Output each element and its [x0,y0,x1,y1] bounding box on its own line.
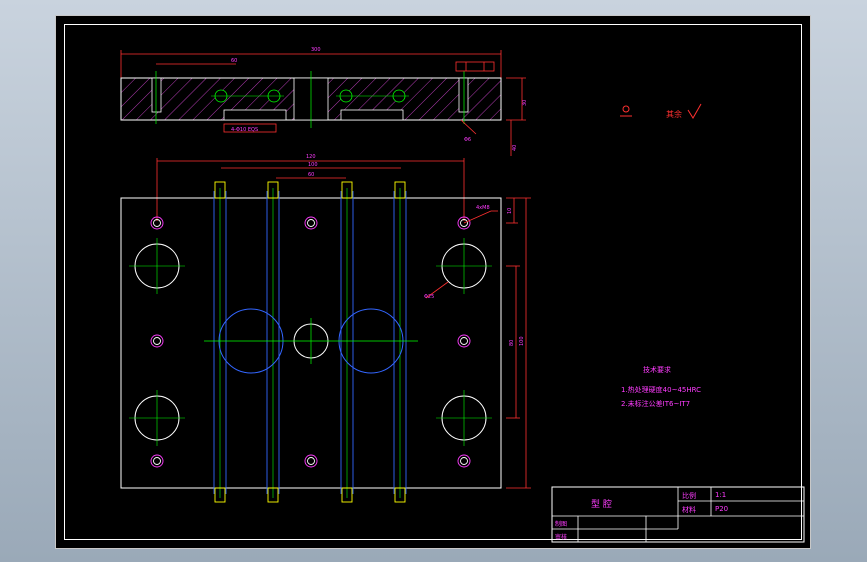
roughness-symbol: 其余 [620,103,702,119]
dim-plan-width: 120 [306,154,316,160]
slot-note: Φ6 [464,137,471,143]
cad-drawing: 300 60 4-Φ10 EQS [120,47,805,543]
dim-plan-inner: 100 [308,162,318,168]
title-block: 型 腔 比例 1:1 材料 P20 制图 审核 [551,486,805,543]
roughness-label: 其余 [666,109,682,119]
part-name: 型 腔 [591,498,612,510]
tech-line-2: 2.未标注公差IT6~IT7 [621,399,690,408]
section-view: 300 60 4-Φ10 EQS [120,47,528,156]
tech-title: 技术要求 [643,365,671,374]
scale-label: 比例 [682,491,696,500]
drawn-label: 制图 [555,520,567,528]
dim-side-c: 100 [519,336,525,346]
plan-view: 120 100 60 [120,154,531,503]
hole-note: 4xM8 [476,205,490,211]
technical-requirements: 技术要求 1.热处理硬度40~45HRC 2.未标注公差IT6~IT7 [621,365,701,408]
dim-thickness-b: 40 [512,145,518,151]
hole-dia-note: Φ25 [424,294,434,300]
drawing-frame [64,24,802,540]
dim-side-a: 10 [507,208,513,214]
material-label: 材料 [682,505,696,514]
checked-label: 审核 [555,533,567,541]
dim-thickness-a: 30 [522,100,528,106]
dim-top-small: 60 [231,58,237,64]
dim-top-overall: 300 [311,47,321,53]
tech-line-1: 1.热处理硬度40~45HRC [621,385,701,394]
section-note: 4-Φ10 EQS [231,127,258,133]
dim-plan-center: 60 [308,172,314,178]
drawing-sheet: 300 60 4-Φ10 EQS [55,15,811,549]
material-value: P20 [715,505,728,513]
scale-value: 1:1 [715,491,726,499]
dim-side-b: 80 [509,340,515,346]
